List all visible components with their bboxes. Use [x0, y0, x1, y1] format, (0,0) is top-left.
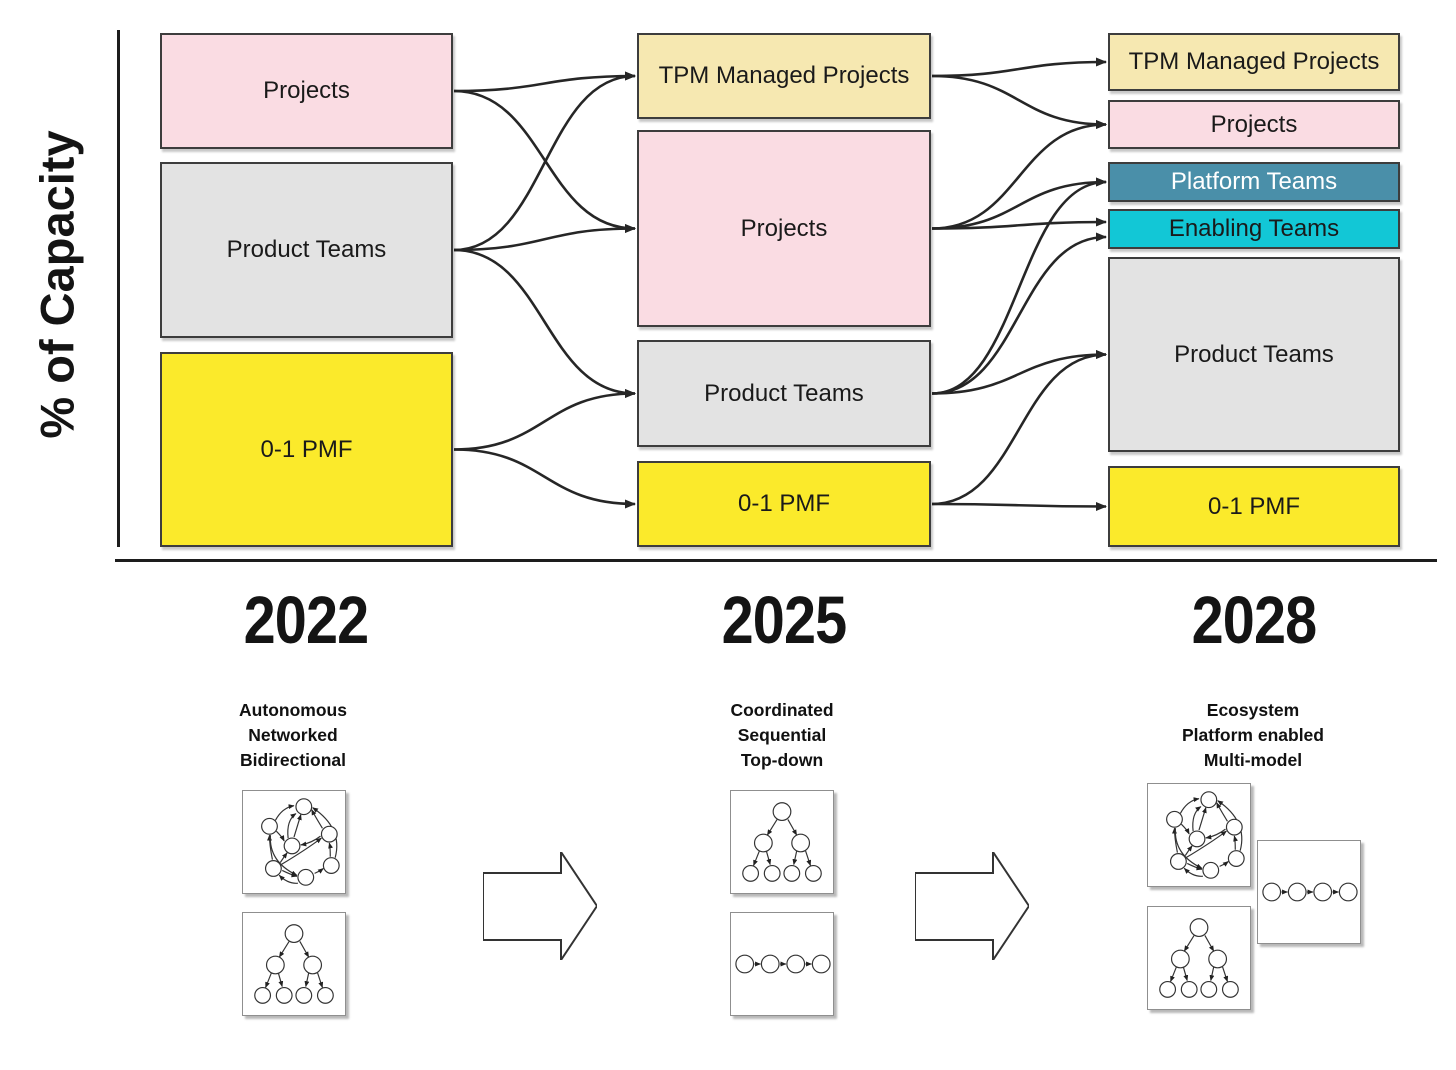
flow-c2_projects-to-c3_platform — [931, 177, 1107, 230]
flow-c2_pmf-to-c3_pmf — [931, 501, 1107, 511]
tree-diagram — [1147, 906, 1251, 1010]
network-diagram — [1147, 783, 1251, 887]
chain-diagram — [1257, 840, 1361, 944]
flow-c2_product-to-c3_enabling — [931, 232, 1107, 395]
box-2022-0-1-pmf: 0-1 PMF — [160, 352, 453, 547]
box-2022-projects: Projects — [160, 33, 453, 149]
y-axis-line — [117, 30, 120, 547]
caption-line: Top-down — [740, 750, 824, 770]
flow-c1_pmf-to-c2_product — [453, 389, 636, 451]
transition-arrow-icon — [915, 852, 1029, 960]
caption-line: Sequential — [737, 725, 827, 745]
box-2022-product-teams: Product Teams — [160, 162, 453, 338]
caption-line: Autonomous — [239, 700, 347, 720]
box-2028-0-1-pmf: 0-1 PMF — [1108, 466, 1400, 547]
caption-line: Networked — [248, 725, 338, 745]
flow-c2_product-to-c3_product — [931, 350, 1107, 395]
box-2025-0-1-pmf: 0-1 PMF — [637, 461, 931, 547]
box-2028-tpm-managed-projects: TPM Managed Projects — [1108, 33, 1400, 91]
tree-diagram — [242, 912, 346, 1016]
caption-line: Platform enabled — [1182, 725, 1324, 745]
box-2025-projects: Projects — [637, 130, 931, 327]
flow-c1_product-to-c2_product — [453, 248, 636, 398]
x-axis-line — [115, 559, 1437, 562]
flow-c2_tpm-to-c3_projects — [931, 74, 1107, 129]
caption-line: Ecosystem — [1206, 700, 1300, 720]
flow-c1_projects-to-c2_tpm — [453, 71, 636, 93]
flow-c2_projects-to-c3_enabling — [931, 217, 1107, 230]
flow-c1_product-to-c2_tpm — [453, 71, 636, 252]
box-2025-product-teams: Product Teams — [637, 340, 931, 447]
network-diagram — [242, 790, 346, 894]
flow-c2_projects-to-c3_projects — [931, 120, 1107, 230]
transition-arrow-icon — [483, 852, 597, 960]
caption-line: Coordinated — [730, 700, 834, 720]
flow-c1_projects-to-c2_projects — [453, 89, 636, 233]
flow-arrows-layer — [453, 57, 1107, 511]
chain-diagram — [730, 912, 834, 1016]
caption-2022: Autonomous Networked Bidirectional — [133, 698, 453, 773]
flow-c2_product-to-c3_platform — [931, 177, 1107, 395]
box-2028-product-teams: Product Teams — [1108, 257, 1400, 452]
box-2025-tpm-managed-projects: TPM Managed Projects — [637, 33, 931, 119]
year-label-2022: 2022 — [243, 583, 370, 658]
flow-c1_product-to-c2_projects — [453, 224, 636, 252]
box-2028-enabling-teams: Enabling Teams — [1108, 209, 1400, 249]
year-label-2025: 2025 — [721, 583, 848, 658]
flow-c2_pmf-to-c3_product — [931, 350, 1107, 506]
caption-line: Bidirectional — [240, 750, 346, 770]
flow-c1_pmf-to-c2_pmf — [453, 448, 636, 509]
year-label-2028: 2028 — [1191, 583, 1318, 658]
flow-c2_tpm-to-c3_tpm — [931, 57, 1107, 78]
caption-2028: Ecosystem Platform enabled Multi-model — [1093, 698, 1413, 773]
tree-diagram — [730, 790, 834, 894]
caption-line: Multi-model — [1203, 750, 1303, 770]
box-2028-platform-teams: Platform Teams — [1108, 162, 1400, 202]
caption-2025: Coordinated Sequential Top-down — [622, 698, 942, 773]
box-2028-projects: Projects — [1108, 100, 1400, 149]
